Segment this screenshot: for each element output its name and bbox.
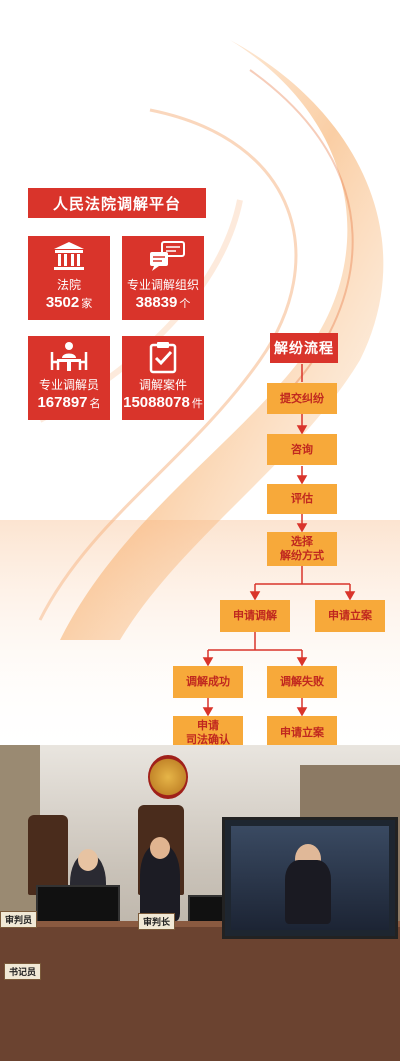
stat-label: 调解案件 xyxy=(138,378,187,392)
stat-label: 法院 xyxy=(56,278,81,292)
flow-mediation-failure: 调解失败 xyxy=(267,666,337,698)
flow-apply-mediation: 申请调解 xyxy=(220,600,290,632)
flow-judicial-confirmation: 申请 司法确认 xyxy=(173,716,243,750)
clipboard-check-icon xyxy=(149,342,177,374)
video-conference-screen xyxy=(222,817,398,939)
courtroom-photo: 审判员 审判长 书记员 xyxy=(0,745,400,1061)
flow-step-consult: 咨询 xyxy=(267,434,337,465)
nameplate-clerk: 书记员 xyxy=(4,963,42,980)
flow-title: 解纷流程 xyxy=(270,333,338,363)
stat-label: 专业调解员 xyxy=(38,378,99,392)
platform-title: 人民法院调解平台 xyxy=(28,188,206,218)
flow-step-choose-method: 选择 解纷方式 xyxy=(267,532,337,566)
flow-step-submit: 提交纠纷 xyxy=(267,383,337,414)
chat-bubbles-icon xyxy=(150,241,185,271)
flow-apply-filing: 申请立案 xyxy=(315,600,385,632)
national-emblem xyxy=(148,755,188,799)
flow-step-evaluate: 评估 xyxy=(267,484,337,514)
courthouse-icon xyxy=(54,242,84,270)
nameplate-judge: 审判员 xyxy=(0,911,38,928)
flow-apply-filing-2: 申请立案 xyxy=(267,716,337,750)
mediator-meeting-icon xyxy=(50,342,88,371)
flow-mediation-success: 调解成功 xyxy=(173,666,243,698)
stat-label: 专业调解组织 xyxy=(126,278,199,292)
nameplate-presiding-judge: 审判长 xyxy=(138,913,176,930)
